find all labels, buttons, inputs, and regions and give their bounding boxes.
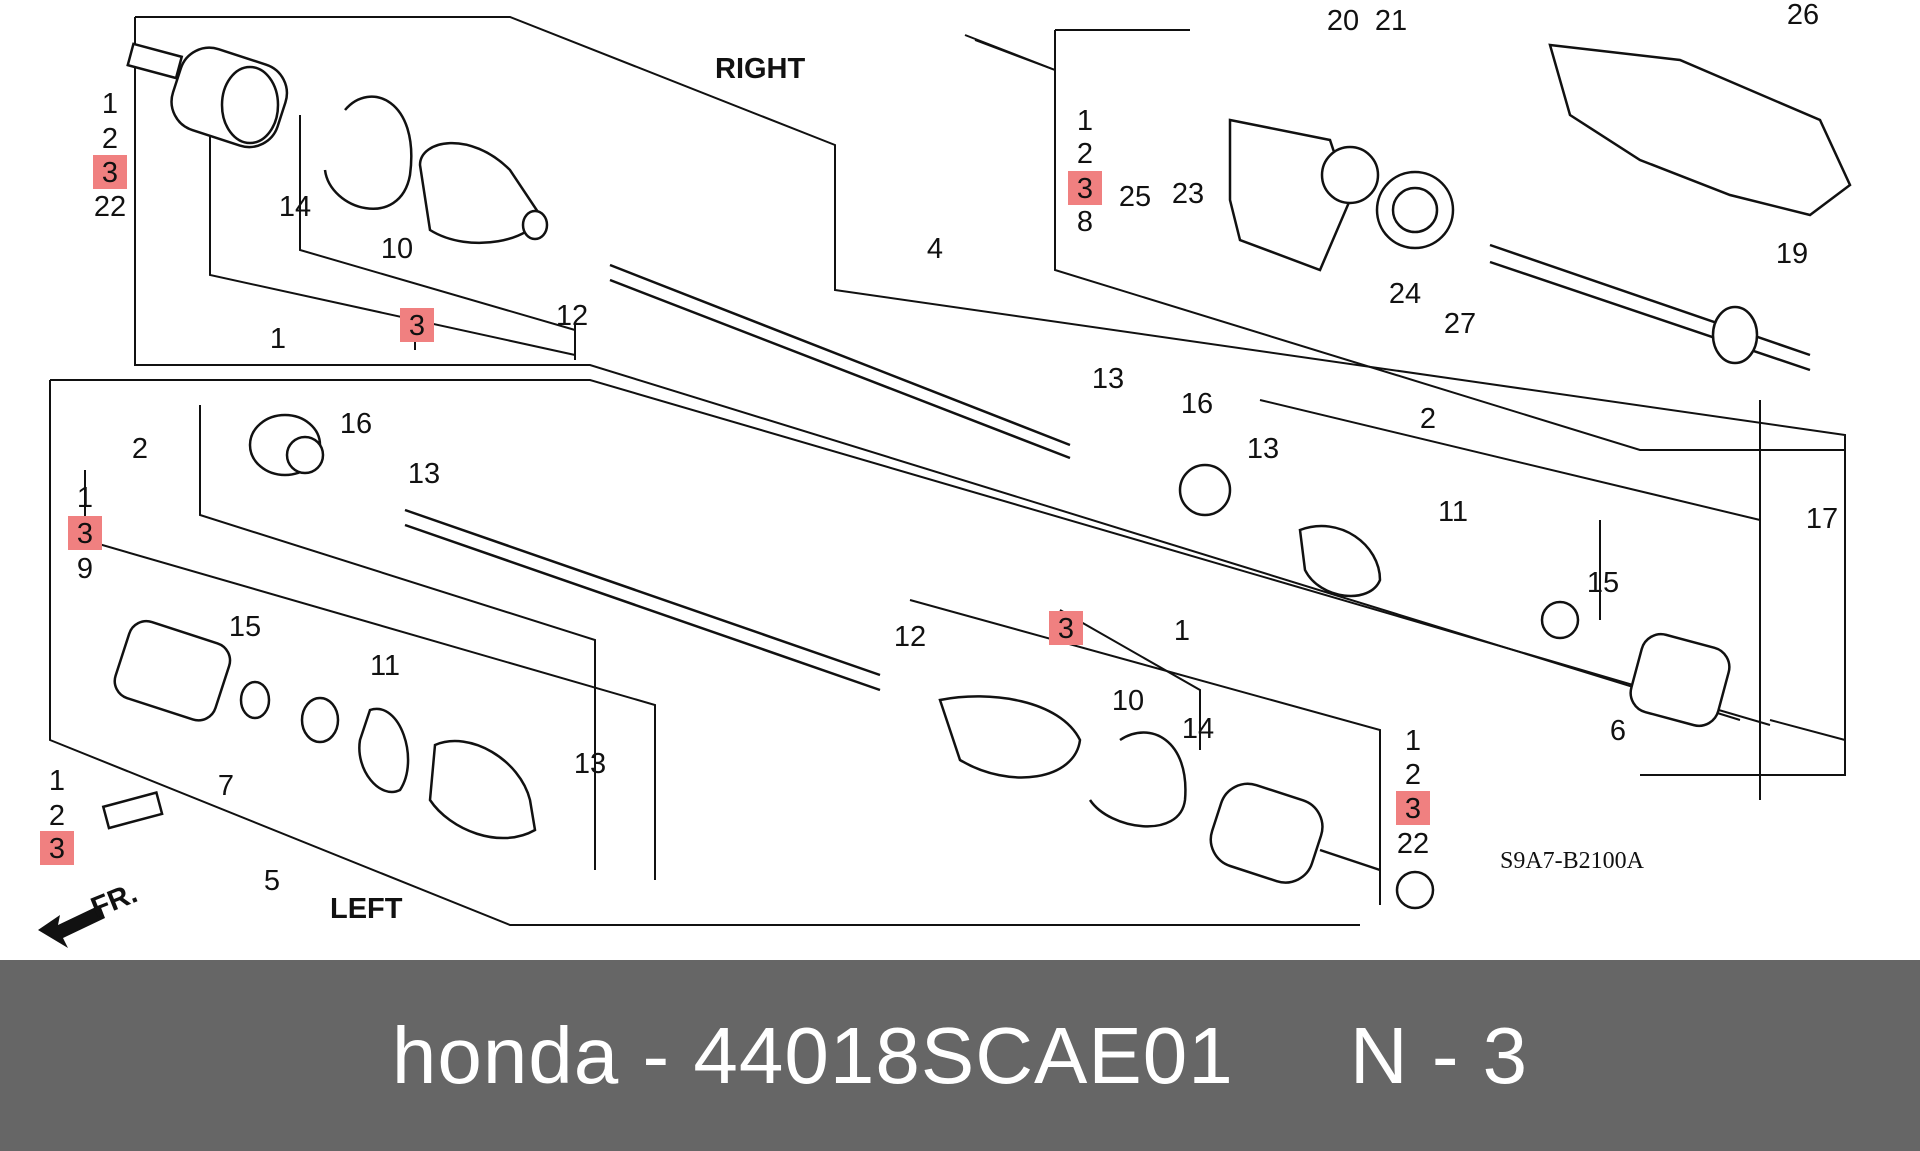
callout-highlighted: 3 <box>77 518 93 550</box>
callout-number: 7 <box>218 770 234 802</box>
footer-bar: honda - 44018SCAE01 N - 3 <box>0 960 1920 1151</box>
callout-number: 2 <box>1077 138 1093 170</box>
callout-number: 1 <box>49 765 65 797</box>
right-inner-joint <box>1178 463 1731 728</box>
right-outer-cv-joint <box>126 42 289 149</box>
callout-number: 2 <box>49 800 65 832</box>
callout-number: 2 <box>1420 403 1436 435</box>
left-outer-boot <box>938 695 1082 779</box>
right-label: RIGHT <box>715 53 806 85</box>
callout-number: 11 <box>1438 496 1468 528</box>
callout-number: 15 <box>1587 567 1619 599</box>
callout-number: 20 <box>1327 5 1359 37</box>
callout-number: 13 <box>1092 363 1124 395</box>
front-arrow-icon: FR. <box>38 877 142 948</box>
callout-number: 11 <box>370 650 400 682</box>
highlight-box <box>40 831 74 865</box>
diagram-code: S9A7-B2100A <box>1500 848 1645 874</box>
callout-number: 1 <box>270 323 286 355</box>
callout-number: 4 <box>927 233 943 265</box>
callout-number: 23 <box>1172 178 1204 210</box>
callout-number: 17 <box>1806 503 1838 535</box>
bearing-bracket <box>1228 118 1455 272</box>
callout-highlighted: 3 <box>1077 173 1093 205</box>
callout-number: 1 <box>1077 105 1093 137</box>
callout-number: 1 <box>1405 725 1421 757</box>
callout-number: 1 <box>77 482 93 514</box>
callout-number: 12 <box>894 621 926 653</box>
callout-number: 15 <box>229 611 261 643</box>
highlight-box <box>400 308 434 342</box>
front-label: FR. <box>87 877 142 924</box>
callout-number: 19 <box>1776 238 1808 270</box>
callout-number: 10 <box>1112 685 1144 717</box>
heat-shield <box>1548 43 1852 217</box>
callout-highlighted: 3 <box>1058 613 1074 645</box>
left-band-10 <box>1088 731 1187 828</box>
callout-number: 24 <box>1389 278 1421 310</box>
left-inner-joint <box>113 619 340 744</box>
callout-number: 6 <box>1610 715 1626 747</box>
callout-number: 26 <box>1787 0 1819 31</box>
highlight-box <box>68 516 102 550</box>
callout-number: 5 <box>264 865 280 897</box>
highlight-box <box>93 155 127 189</box>
left-inner-boot <box>358 707 537 840</box>
callout-number: 2 <box>132 433 148 465</box>
left-shaft <box>404 508 881 692</box>
callout-number: 1 <box>102 88 118 120</box>
callout-number: 2 <box>102 123 118 155</box>
callout-number: 12 <box>556 300 588 332</box>
right-outer-boot <box>418 141 549 245</box>
callout-number: 14 <box>1182 713 1214 745</box>
callout-number: 13 <box>408 458 440 490</box>
callout-number: 9 <box>77 553 93 585</box>
arrow-rails <box>964 34 1846 741</box>
callout-number: 10 <box>381 233 413 265</box>
part-number-caption: honda - 44018SCAE01 N - 3 <box>391 1011 1529 1100</box>
highlight-box <box>1049 611 1083 645</box>
callout-number: 21 <box>1375 5 1407 37</box>
callout-number: 1 <box>1174 615 1190 647</box>
highlight-box <box>1068 171 1102 205</box>
callout-number: 13 <box>1247 433 1279 465</box>
left-label: LEFT <box>330 893 403 925</box>
callout-highlighted: 3 <box>49 833 65 865</box>
callout-number: 25 <box>1119 181 1151 213</box>
parts-diagram: FR. RIGHT LEFT S9A7-B2100A 1232214103112… <box>38 0 1852 948</box>
callout-number: 2 <box>1405 759 1421 791</box>
callout-number: 22 <box>1397 828 1429 860</box>
callout-number: 16 <box>1181 388 1213 420</box>
highlight-box <box>1396 791 1430 825</box>
callout-number: 13 <box>574 748 606 780</box>
left-outer-cv-joint <box>1209 782 1435 910</box>
callout-number: 27 <box>1444 308 1476 340</box>
callout-highlighted: 3 <box>1405 793 1421 825</box>
right-shaft <box>609 263 1071 460</box>
callout-number: 8 <box>1077 206 1093 238</box>
grease-tube <box>101 791 164 830</box>
callout-highlighted: 3 <box>409 310 425 342</box>
callout-number: 16 <box>340 408 372 440</box>
right-intermediate-shaft <box>1489 243 1811 372</box>
callout-highlighted: 3 <box>102 157 118 189</box>
callout-number: 22 <box>94 191 126 223</box>
callout-number: 14 <box>279 191 311 223</box>
right-band-10 <box>323 95 413 210</box>
left-dynamic-damper <box>248 413 325 477</box>
